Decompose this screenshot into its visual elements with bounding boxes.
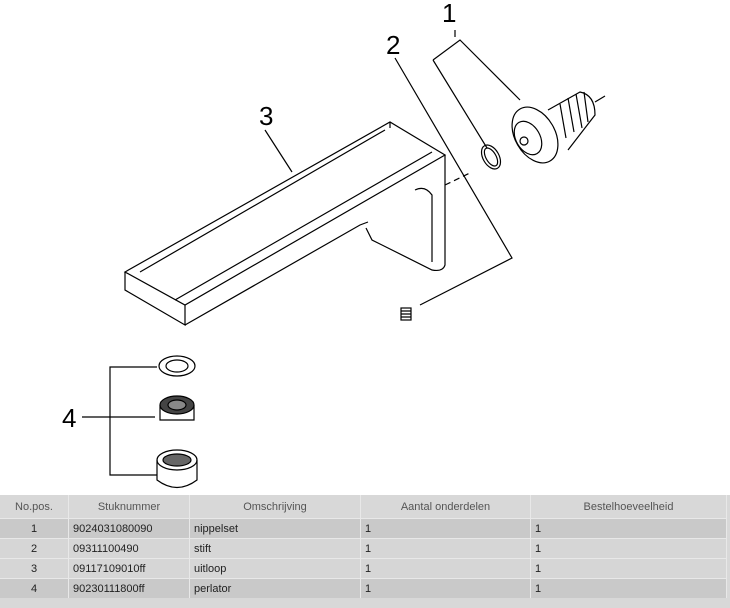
cell-order-quantity: 1 bbox=[530, 518, 727, 539]
table-row[interactable]: 1 9024031080090 nippelset 1 1 bbox=[0, 518, 727, 539]
header-stuknummer[interactable]: Stuknummer bbox=[68, 495, 190, 519]
cell-quantity: 1 bbox=[360, 558, 531, 579]
o-ring bbox=[480, 144, 502, 170]
cell-pos: 2 bbox=[0, 538, 69, 559]
cell-quantity: 1 bbox=[360, 538, 531, 559]
cell-description: stift bbox=[189, 538, 361, 559]
table-row[interactable]: 4 90230111800ff perlator 1 1 bbox=[0, 578, 727, 598]
header-bestelhoeveelheid[interactable]: Bestelhoeveelheid bbox=[530, 495, 727, 519]
cell-pos: 4 bbox=[0, 578, 69, 598]
parts-table: No.pos. Stuknummer Omschrijving Aantal o… bbox=[0, 495, 727, 598]
header-aantal[interactable]: Aantal onderdelen bbox=[360, 495, 531, 519]
exploded-parts-diagram: 1 2 3 4 bbox=[62, 0, 606, 489]
cell-order-quantity: 1 bbox=[530, 538, 727, 559]
cell-part-number: 09311100490 bbox=[68, 538, 190, 559]
cell-description: nippelset bbox=[189, 518, 361, 539]
cell-description: uitloop bbox=[189, 558, 361, 579]
cell-description: perlator bbox=[189, 578, 361, 598]
aerator-parts bbox=[156, 355, 198, 489]
callout-1: 1 bbox=[442, 0, 456, 28]
callout-4: 4 bbox=[62, 403, 76, 433]
table-row[interactable]: 2 09311100490 stift 1 1 bbox=[0, 538, 727, 559]
header-omschrijving[interactable]: Omschrijving bbox=[189, 495, 361, 519]
cell-pos: 3 bbox=[0, 558, 69, 579]
cell-quantity: 1 bbox=[360, 518, 531, 539]
spout-part bbox=[123, 121, 447, 327]
set-screw-part bbox=[400, 307, 412, 321]
table-row[interactable]: 3 09117109010ff uitloop 1 1 bbox=[0, 558, 727, 579]
nipple-set-part bbox=[511, 91, 606, 164]
cell-part-number: 9024031080090 bbox=[68, 518, 190, 539]
callout-3: 3 bbox=[259, 101, 273, 131]
cell-part-number: 90230111800ff bbox=[68, 578, 190, 598]
cell-order-quantity: 1 bbox=[530, 578, 727, 598]
cell-order-quantity: 1 bbox=[530, 558, 727, 579]
cell-pos: 1 bbox=[0, 518, 69, 539]
cell-quantity: 1 bbox=[360, 578, 531, 598]
cell-part-number: 09117109010ff bbox=[68, 558, 190, 579]
parts-table-panel: No.pos. Stuknummer Omschrijving Aantal o… bbox=[0, 495, 730, 608]
header-no-pos[interactable]: No.pos. bbox=[0, 495, 69, 519]
callout-2: 2 bbox=[386, 30, 400, 60]
